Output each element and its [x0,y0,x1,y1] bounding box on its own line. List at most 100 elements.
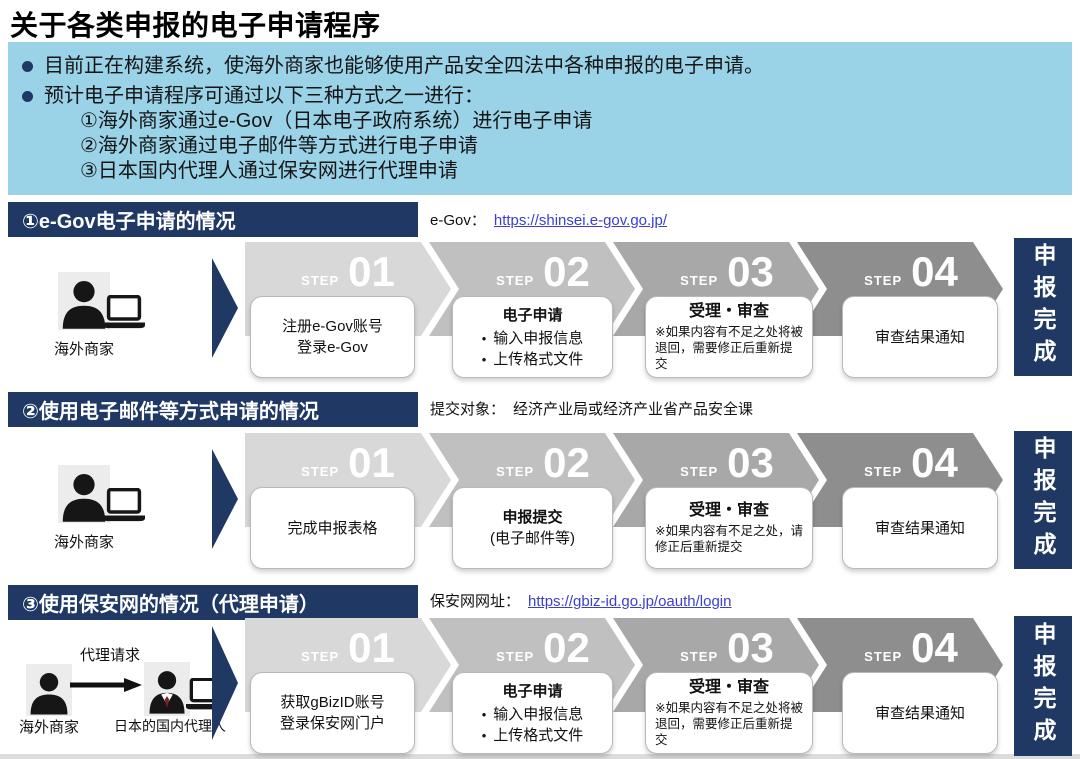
step-box-2: 申报提交 (电子邮件等) [452,487,613,569]
flow-arrow-icon [212,258,238,358]
intro-subitem: ①海外商家通过e-Gov（日本电子政府系统）进行电子申请 [80,110,593,132]
step-number: 04 [911,248,958,295]
step-box-note: ※如果内容有不足之处，请修正后重新提交 [655,524,803,554]
step-box-line: 登录保安网门户 [279,715,385,732]
step-box-bullet: 输入申报信息 [493,705,584,723]
section-1-title: ①e-Gov电子申请的情况 [22,211,236,233]
step-box-4: 审查结果通知 [842,296,998,378]
actor-label: 海外商家 [53,534,114,551]
step-box-2: 电子申请 • 输入申报信息 • 上传格式文件 [452,296,613,378]
result-banner: 申报完成 [1014,431,1072,569]
intro-bullet-text: 目前正在构建系统，使海外商家也能够使用产品安全四法中各种申报的电子申请。 [44,55,764,77]
section-3-info: 保安网网址： https://gbiz-id.go.jp/oauth/login [430,590,731,611]
actor-label: 日本的国内代理人 [114,718,226,734]
step-label: STEP [864,463,903,479]
step-box-bullet: 输入申报信息 [493,329,584,347]
info-label: e-Gov： [430,212,486,229]
info-label: 保安网网址： [430,593,521,610]
step-label: STEP [680,648,719,664]
laptop-icon [103,487,145,527]
step-label: STEP [864,648,903,664]
step-box-1: 注册e-Gov账号 登录e-Gov [250,296,415,378]
step-number: 01 [348,624,395,671]
step-box-2: 电子申请 •输入申报信息 •上传格式文件 [452,672,613,754]
step-box-title: 受理・审查 [688,303,769,320]
step-box-line: 登录e-Gov [297,339,368,356]
actor-label: 海外商家 [18,719,79,736]
actor-overseas-merchant [26,664,72,716]
flow-row-3: 代理请求 海外商家 [0,616,1080,759]
step-box-1: 完成申报表格 [250,487,415,569]
flow-arrow-icon [212,449,238,549]
step-box-title: 电子申请 [502,306,563,324]
step-label: STEP [680,272,719,288]
bullet-icon: • [481,351,487,367]
section-1-header: ①e-Gov电子申请的情况 [8,202,418,237]
step-label: STEP [680,463,719,479]
section-2-title: ②使用电子邮件等方式申请的情况 [22,401,319,423]
step-box-line: 获取gBizID账号 [280,694,385,711]
step-box-4: 审查结果通知 [842,487,998,569]
section-2-header: ②使用电子邮件等方式申请的情况 [8,392,418,427]
gbizid-link[interactable]: https://gbiz-id.go.jp/oauth/login [528,593,732,610]
relay-request-label: 代理请求 [79,647,140,664]
step-label: STEP [496,463,535,479]
step-box-note: ※如果内容有不足之处将被退回，需要修正后重新提交 [655,325,803,371]
step-box-line: 完成申报表格 [287,519,378,537]
person-icon [62,474,106,522]
result-banner: 申报完成 [1014,238,1072,376]
step-box-line: (电子邮件等) [490,530,575,547]
step-number: 01 [348,248,395,295]
intro-panel: 目前正在构建系统，使海外商家也能够使用产品安全四法中各种申报的电子申请。 预计电… [8,42,1072,195]
step-label: STEP [301,463,340,479]
step-label: STEP [301,272,340,288]
bullet-icon: • [481,330,487,346]
person-icon [30,673,68,715]
intro-bullet: 预计电子申请程序可通过以下三种方式之一进行： [22,84,1058,109]
step-number: 02 [543,248,590,295]
step-label: STEP [301,648,340,664]
step-number: 03 [727,624,774,671]
step-label: STEP [864,272,903,288]
actor-overseas-merchant [58,272,110,330]
section-3-header: ③使用保安网的情况（代理申请） [8,585,418,620]
step-box-3: 受理・审查 ※如果内容有不足之处将被退回，需要修正后重新提交 [645,296,813,378]
info-text: 经济产业局或经济产业省产品安全课 [513,401,754,418]
step-number: 03 [727,248,774,295]
step-label: STEP [496,272,535,288]
step-label: STEP [496,648,535,664]
info-label: 提交对象： [430,401,506,418]
person-icon [62,281,106,329]
page-title: 关于各类申报的电子申请程序 [10,10,381,41]
result-banner: 申报完成 [1014,616,1072,756]
section-2-info: 提交对象： 经济产业局或经济产业省产品安全课 [430,398,753,419]
step-box-1: 获取gBizID账号 登录保安网门户 [250,672,415,754]
bullet-icon: • [481,706,487,722]
bullet-dot-icon [22,61,33,72]
step-box-bullet: 上传格式文件 [493,726,584,744]
step-number: 01 [348,439,395,486]
intro-bullet-text: 预计电子申请程序可通过以下三种方式之一进行： [44,85,484,107]
step-box-title: 申报提交 [502,509,563,526]
slide-bottom-edge [0,754,1080,759]
step-box-line: 审查结果通知 [874,704,965,722]
step-box-bullet: 上传格式文件 [493,350,584,368]
actor-domestic-agent [144,662,190,716]
actor-label: 海外商家 [53,341,114,358]
step-number: 04 [911,624,958,671]
egov-link[interactable]: https://shinsei.e-gov.go.jp/ [493,212,668,229]
step-number: 04 [911,439,958,486]
step-number: 02 [543,439,590,486]
intro-subitem: ②海外商家通过电子邮件等方式进行电子申请 [80,135,478,157]
laptop-icon [103,294,145,334]
step-number: 02 [543,624,590,671]
bullet-icon: • [481,727,487,743]
relay-arrow-icon [70,678,142,697]
step-box-title: 受理・审查 [688,679,769,696]
intro-bullet: 目前正在构建系统，使海外商家也能够使用产品安全四法中各种申报的电子申请。 [22,54,1058,79]
step-box-4: 审查结果通知 [842,672,998,754]
section-3-title: ③使用保安网的情况（代理申请） [22,594,319,616]
suit-person-icon [149,671,185,714]
